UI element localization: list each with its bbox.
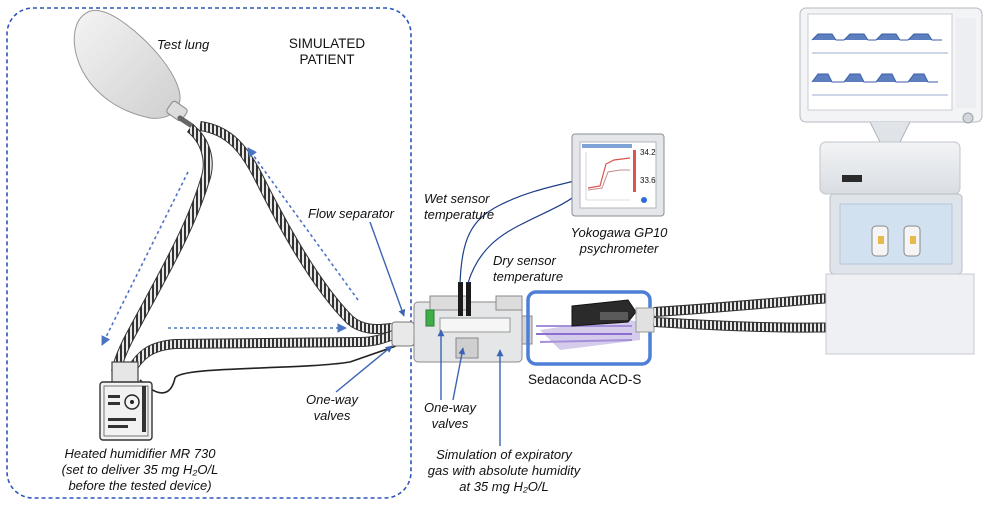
sedaconda-label: Sedaconda ACD-S <box>528 372 642 387</box>
flow-separator-label: Flow separator <box>308 206 394 221</box>
patient-circuit-tubes <box>111 121 398 394</box>
flow-arrows <box>101 147 359 346</box>
humidifier-line1: Heated humidifier MR 730 <box>64 446 216 461</box>
left-one-way-valves-line1: One-way <box>305 392 359 407</box>
heated-humidifier <box>99 361 153 441</box>
middle-one-way-valves-label: One-way valves <box>420 400 480 432</box>
left-one-way-valves-line2: valves <box>313 408 351 423</box>
humidifier-line3: before the tested device) <box>68 478 212 493</box>
humidifier-line2: (set to deliver 35 mg H₂O/L <box>61 462 219 477</box>
simulated-patient-region <box>6 7 412 499</box>
ventilator <box>799 7 983 355</box>
sedaconda-device <box>526 290 655 366</box>
simulated-patient-title-line2: PATIENT <box>299 52 355 67</box>
left-one-way-valves-label: One-way valves <box>297 392 367 424</box>
test-lung-label: Test lung <box>157 37 210 52</box>
middle-one-way-valves-line1: One-way <box>423 400 477 415</box>
yokogawa-psychrometer <box>571 133 665 217</box>
psychrometer-line2: psychrometer <box>579 241 659 256</box>
dry-sensor-label: Dry sensor temperature <box>493 253 563 285</box>
dry-sensor-line1: Dry sensor <box>493 253 556 268</box>
psychrometer-bottom-value: 33.6 <box>640 176 656 185</box>
expiratory-simulation-line1: Simulation of expiratory <box>436 447 572 462</box>
sensor-wires <box>459 179 581 284</box>
psychrometer-label: Yokogawa GP10 psychrometer <box>564 225 674 257</box>
simulated-patient-title: SIMULATED PATIENT <box>282 36 372 68</box>
test-lung <box>73 9 195 129</box>
simulated-patient-title-line1: SIMULATED <box>288 36 366 51</box>
psychrometer-top-value: 34.2 <box>640 148 656 157</box>
expiratory-simulation-line2: gas with absolute humidity <box>427 463 581 478</box>
psychrometer-line1: Yokogawa GP10 <box>570 225 668 240</box>
humidifier-label: Heated humidifier MR 730 (set to deliver… <box>40 446 240 494</box>
wet-sensor-line2: temperature <box>424 207 495 222</box>
dry-sensor-line2: temperature <box>493 269 564 284</box>
expiratory-simulation-line3: at 35 mg H₂O/L <box>459 479 549 494</box>
flow-separator-assembly <box>391 282 533 363</box>
expiratory-simulation-label: Simulation of expiratory gas with absolu… <box>420 447 588 495</box>
middle-one-way-valves-line2: valves <box>431 416 469 431</box>
wet-sensor-label: Wet sensor temperature <box>424 191 494 223</box>
wet-sensor-line1: Wet sensor <box>424 191 490 206</box>
